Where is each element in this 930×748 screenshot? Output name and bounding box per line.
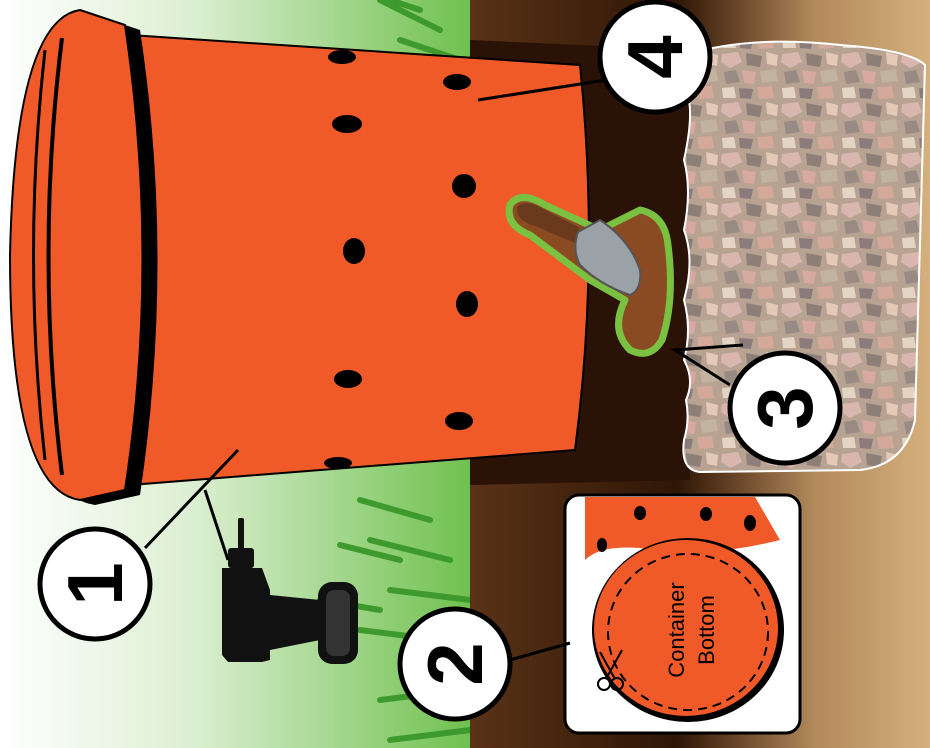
step-1-marker: 1: [40, 529, 150, 639]
drainage-hole: [343, 238, 365, 264]
step-4-number: 4: [611, 35, 699, 78]
pot-rim: [10, 10, 158, 505]
step-4-marker: 4: [600, 2, 710, 112]
inset-label-bottom: Bottom: [694, 595, 719, 665]
step-2-number: 2: [411, 642, 499, 685]
step-2-marker: 2: [400, 609, 510, 719]
drainage-hole: [443, 74, 471, 90]
drainage-hole: [332, 115, 362, 133]
step-3-marker: 3: [730, 353, 840, 463]
drainage-hole: [328, 50, 356, 64]
drainage-hole: [452, 174, 476, 198]
inset-panel: Container Bottom: [565, 495, 800, 733]
drainage-hole: [456, 291, 478, 317]
drainage-hole: [334, 370, 362, 388]
drainage-hole: [445, 412, 473, 430]
inset-label-container: Container: [664, 582, 689, 677]
step-1-number: 1: [51, 562, 139, 605]
drainage-hole: [324, 457, 352, 469]
step-3-number: 3: [741, 386, 829, 429]
